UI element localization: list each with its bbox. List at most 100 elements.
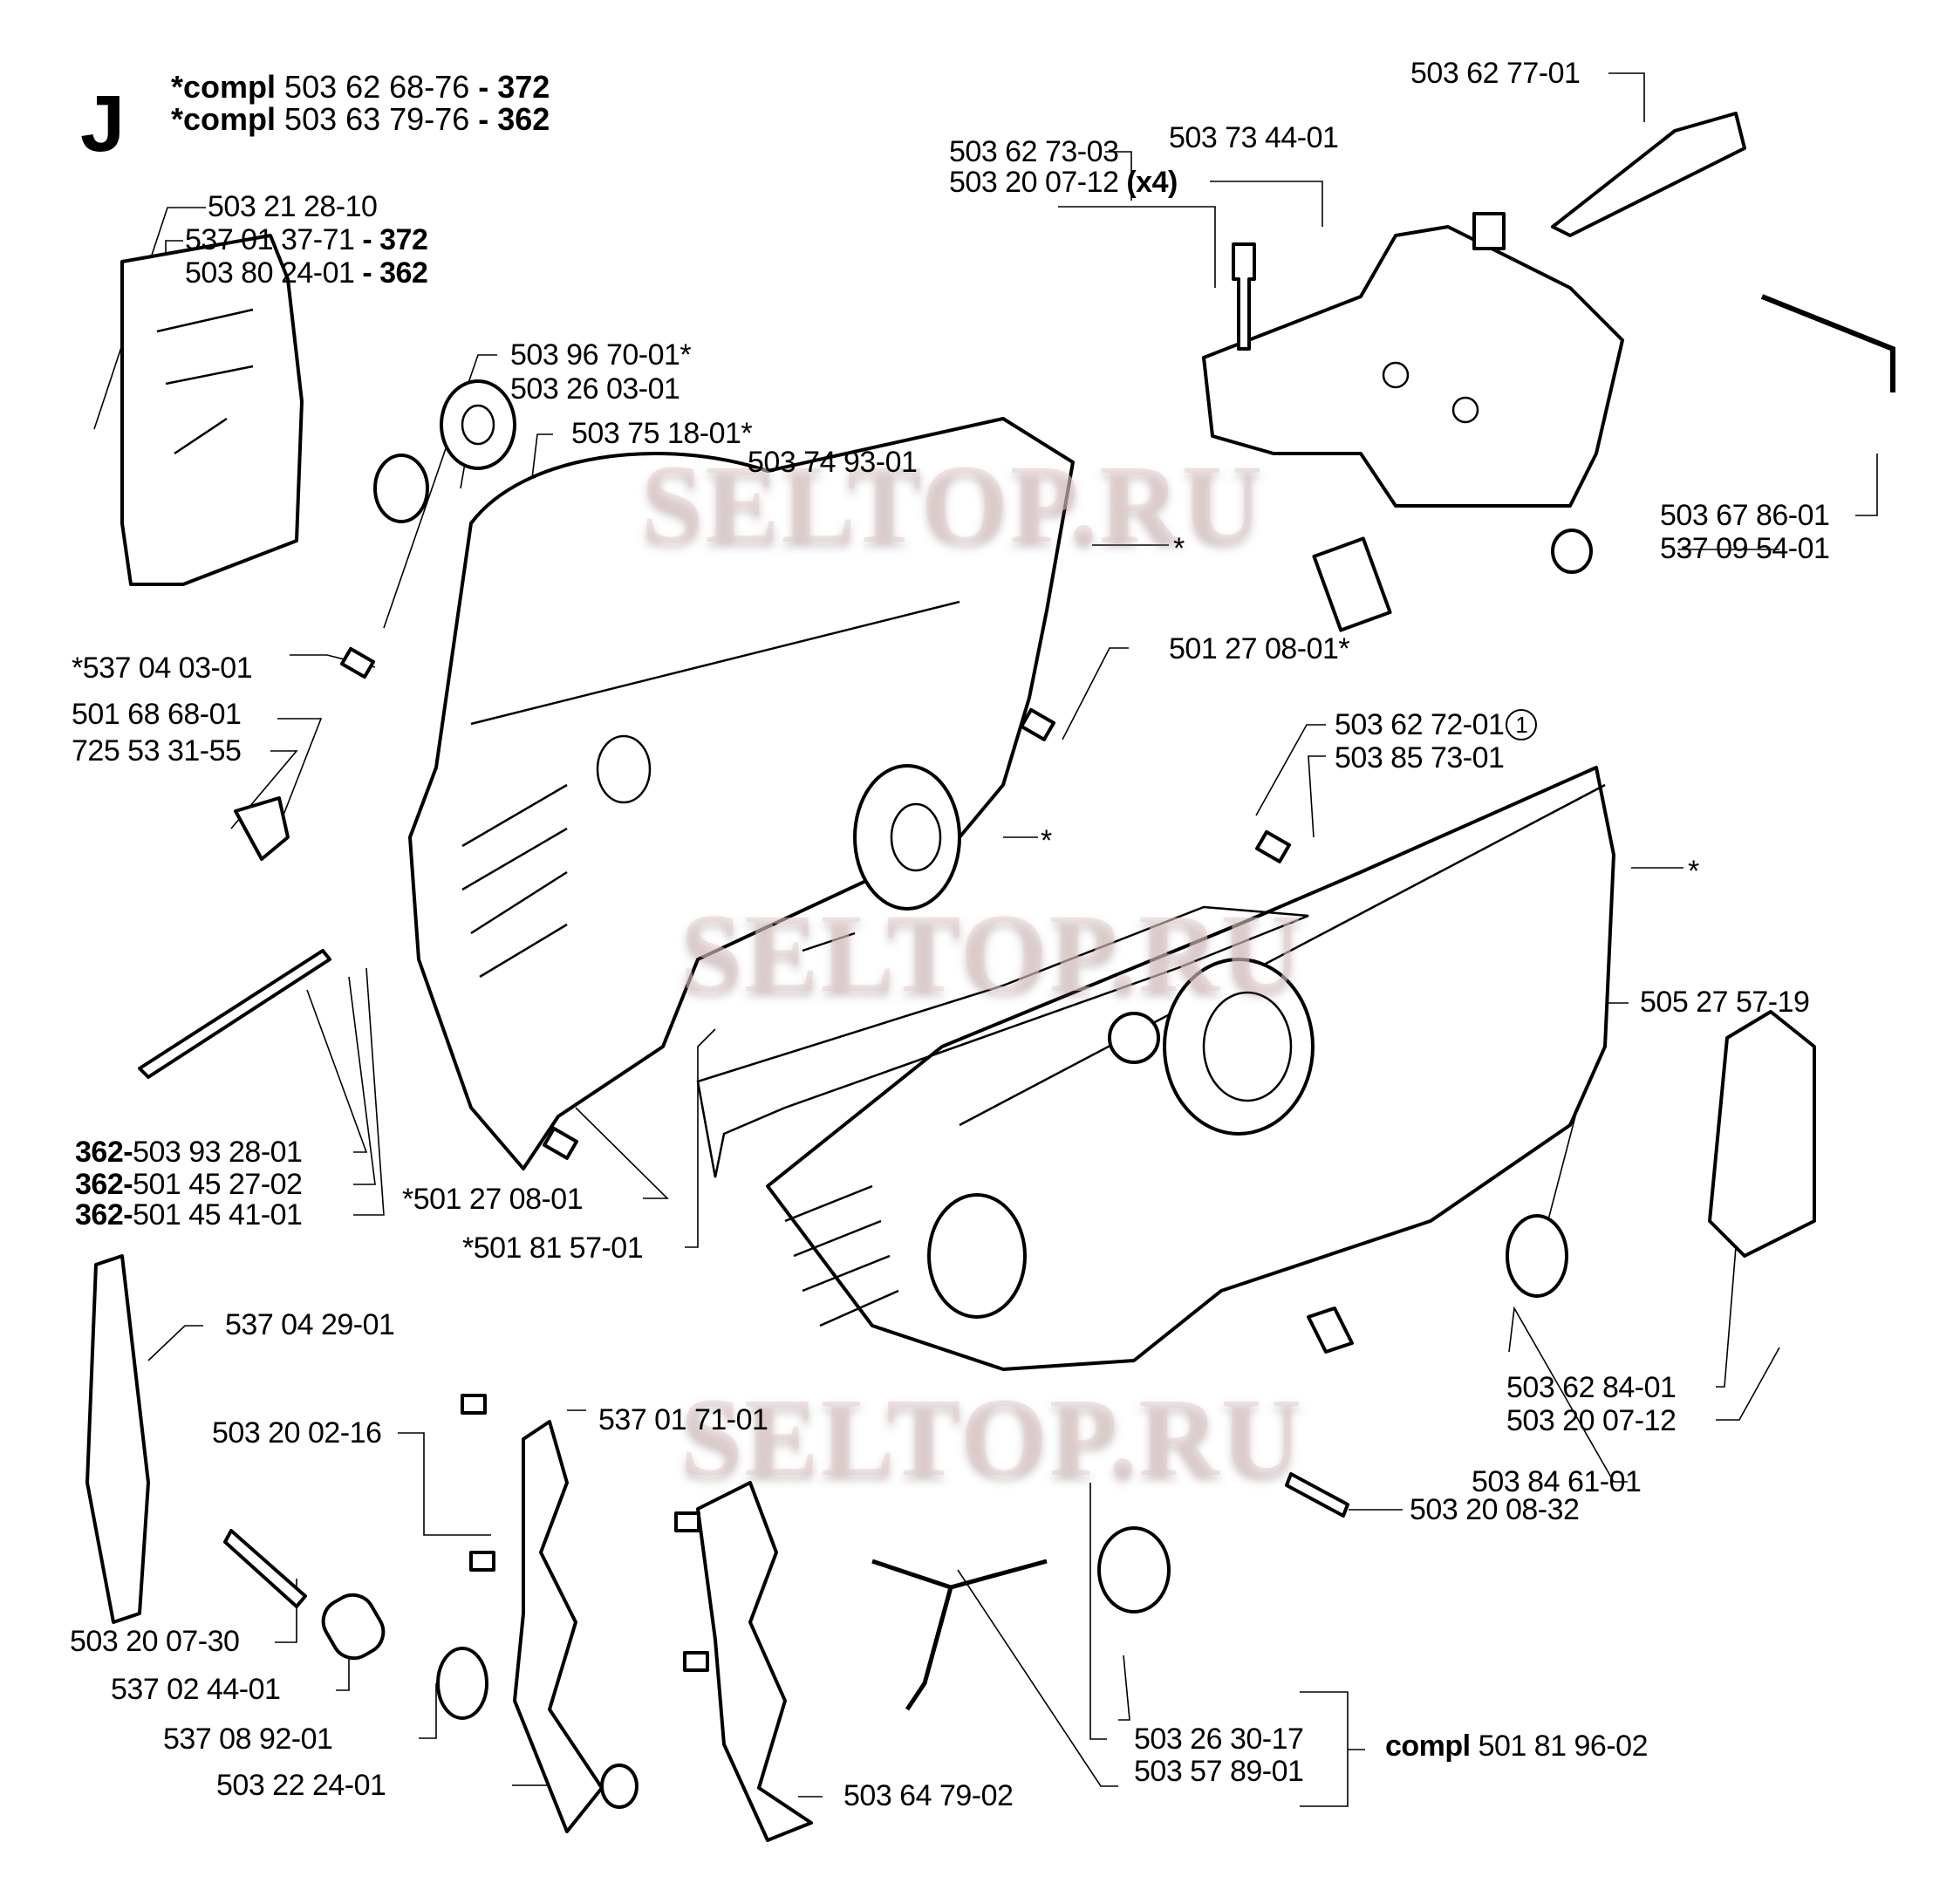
star-marker: * bbox=[1688, 855, 1699, 888]
oil-seal bbox=[1506, 1214, 1568, 1298]
part-label[interactable]: 503 57 89-01 bbox=[1134, 1755, 1304, 1788]
part-label[interactable]: 503 20 07-30 bbox=[70, 1625, 240, 1658]
bumper-spike-2 bbox=[696, 1481, 813, 1842]
part-label[interactable]: 501 68 68-01 bbox=[72, 698, 242, 731]
part-label[interactable]: 503 20 08-32 bbox=[1410, 1493, 1580, 1526]
nut bbox=[600, 1764, 639, 1809]
model-number: 362- bbox=[75, 1168, 133, 1201]
section-letter: J bbox=[80, 79, 126, 168]
plug bbox=[1551, 529, 1593, 574]
bumper-spike-1 bbox=[513, 1420, 604, 1833]
part-label[interactable]: 503 22 24-01 bbox=[216, 1769, 386, 1802]
part-number: 501 45 27-02 bbox=[133, 1168, 303, 1201]
part-number: 503 20 07-12 bbox=[949, 166, 1119, 199]
part-label[interactable]: 503 20 07-12 bbox=[1506, 1404, 1677, 1437]
oil-cap bbox=[1097, 1526, 1171, 1614]
part-label[interactable]: 503 62 77-01 bbox=[1410, 57, 1581, 90]
star-marker: * bbox=[1173, 532, 1185, 565]
bearing bbox=[440, 379, 516, 470]
part-label[interactable]: 503 96 70-01* bbox=[510, 338, 692, 372]
part-label[interactable]: *501 27 08-01 bbox=[402, 1183, 584, 1216]
part-label[interactable]: 537 01 71-01 bbox=[598, 1403, 768, 1436]
right-crankcase bbox=[766, 766, 1615, 1371]
part-label[interactable]: 537 04 29-01 bbox=[225, 1308, 395, 1341]
strap bbox=[871, 1559, 1048, 1711]
part-label[interactable]: 725 53 31-55 bbox=[72, 734, 242, 768]
oil-valve bbox=[1307, 1307, 1354, 1354]
part-label[interactable]: 362-501 45 27-02 bbox=[75, 1168, 303, 1201]
note-circle-icon: 1 bbox=[1506, 709, 1538, 740]
seal bbox=[373, 454, 429, 523]
part-label[interactable]: 503 75 18-01* bbox=[571, 417, 753, 450]
compl-prefix: *compl bbox=[171, 69, 277, 105]
separator: - bbox=[469, 69, 498, 105]
part-label[interactable]: 503 26 30-17 bbox=[1134, 1723, 1304, 1756]
compl-prefix: compl bbox=[1385, 1729, 1471, 1763]
part-label[interactable]: 503 20 07-12 (x4) bbox=[949, 166, 1178, 199]
adjusting-screw bbox=[138, 949, 331, 1079]
part-number: 501 81 96-02 bbox=[1478, 1729, 1649, 1763]
quantity: (x4) bbox=[1126, 166, 1178, 199]
clip bbox=[234, 796, 290, 861]
plate bbox=[85, 1254, 150, 1624]
bumper-screw-2 bbox=[469, 1551, 495, 1572]
part-number: 503 62 68-76 bbox=[284, 69, 470, 105]
pin-left bbox=[340, 646, 375, 679]
part-label[interactable]: 537 08 92-01 bbox=[163, 1723, 333, 1756]
case-screw bbox=[1285, 1472, 1349, 1518]
part-number: 503 93 28-01 bbox=[133, 1136, 303, 1169]
part-label[interactable]: 362-501 45 41-01 bbox=[75, 1198, 303, 1231]
header-line-372: *compl 503 62 68-76 - 372 bbox=[171, 70, 550, 105]
model-number: 362 bbox=[497, 101, 550, 137]
tensioner-screw bbox=[223, 1529, 307, 1608]
star-marker: * bbox=[1041, 824, 1052, 857]
oil-hose bbox=[1760, 294, 1895, 392]
sleeve bbox=[1255, 829, 1291, 863]
part-label[interactable]: 503 84 61-01 bbox=[1472, 1465, 1642, 1498]
tank-cover-screw bbox=[1232, 242, 1256, 351]
compl-prefix: *compl bbox=[171, 101, 277, 137]
pin-center bbox=[1020, 707, 1055, 741]
pin-lower bbox=[543, 1126, 578, 1160]
part-label[interactable]: 503 80 24-01 - 362 bbox=[185, 256, 428, 290]
part-label[interactable]: *537 04 03-01 bbox=[72, 652, 253, 685]
leader-lines bbox=[93, 72, 1878, 1807]
grommet bbox=[1472, 212, 1506, 250]
tank-cover bbox=[1202, 225, 1624, 632]
separator: - bbox=[354, 223, 380, 256]
part-label[interactable]: 503 85 73-01 bbox=[1335, 741, 1505, 774]
model-number: 372 bbox=[497, 69, 550, 105]
separator: - bbox=[469, 101, 498, 137]
part-label[interactable]: 503 67 86-01 bbox=[1660, 499, 1830, 532]
model-number: 362 bbox=[379, 256, 428, 290]
part-label[interactable]: 503 64 79-02 bbox=[843, 1779, 1014, 1812]
header-line-362: *compl 503 63 79-76 - 362 bbox=[171, 102, 550, 137]
part-number: 503 63 79-76 bbox=[284, 101, 470, 137]
part-number: 503 62 72-01 bbox=[1335, 708, 1505, 741]
spacer bbox=[321, 1593, 386, 1661]
part-label[interactable]: 362-503 93 28-01 bbox=[75, 1136, 303, 1169]
part-label[interactable]: 503 20 02-16 bbox=[212, 1416, 382, 1450]
part-label[interactable]: 503 74 93-01 bbox=[748, 446, 918, 479]
part-label[interactable]: *501 81 57-01 bbox=[462, 1231, 644, 1265]
part-label[interactable]: 501 27 08-01* bbox=[1169, 632, 1350, 665]
part-label[interactable]: 537 02 44-01 bbox=[111, 1673, 281, 1706]
part-label[interactable]: 537 09 54-01 bbox=[1660, 532, 1830, 565]
part-label[interactable]: 503 73 44-01 bbox=[1169, 121, 1339, 154]
left-crankcase bbox=[408, 417, 1075, 1170]
part-label[interactable]: 503 21 28-10 bbox=[208, 190, 378, 223]
part-label[interactable]: 503 62 84-01 bbox=[1506, 1371, 1677, 1404]
part-label[interactable]: compl 501 81 96-02 bbox=[1385, 1729, 1648, 1763]
part-number: 501 45 41-01 bbox=[133, 1198, 303, 1231]
part-label[interactable]: 503 26 03-01 bbox=[510, 372, 680, 406]
part-label[interactable]: 503 62 73-03 bbox=[949, 135, 1119, 168]
bushing bbox=[436, 1647, 488, 1720]
part-label[interactable]: 537 01 37-71 - 372 bbox=[185, 223, 428, 256]
gasket-outline bbox=[696, 905, 1309, 1178]
model-number: 362- bbox=[75, 1136, 133, 1169]
model-number: 372 bbox=[379, 223, 428, 256]
part-label[interactable]: 505 27 57-19 bbox=[1640, 986, 1810, 1019]
